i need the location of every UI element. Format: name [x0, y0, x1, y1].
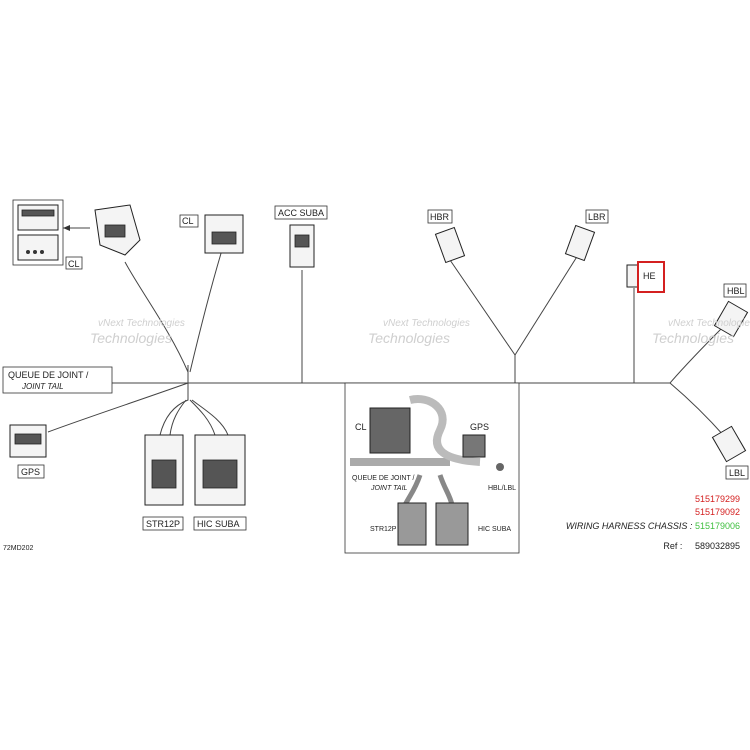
watermark-1: vNext Technologies: [98, 318, 185, 329]
wiring-harness-label: WIRING HARNESS CHASSIS :: [565, 521, 693, 531]
ref-value: 589032895: [694, 541, 740, 551]
inset-label-hbl-lbl: HBL/LBL: [488, 485, 516, 492]
label-queue-line2: JOINT TAIL: [21, 382, 64, 391]
str12p-connector: [142, 434, 184, 531]
inset-label-queue2: JOINT TAIL: [370, 485, 408, 492]
gps-connector: [9, 424, 47, 479]
he-highlight-box: [637, 261, 665, 293]
watermark-2: vNext Technologies: [383, 318, 470, 329]
inset-label-cl: CL: [355, 422, 367, 432]
label-lbr: LBR: [588, 212, 606, 222]
drawing-code: 72MD202: [3, 545, 33, 552]
ref-row: Ref : 589032895: [663, 541, 740, 551]
he-connector: [626, 261, 665, 293]
inset-label-str12p: STR12P: [370, 526, 397, 533]
inset-label-gps: GPS: [470, 422, 489, 432]
inset-label-queue1: QUEUE DE JOINT /: [352, 475, 415, 482]
acc-suba-connector: [274, 205, 328, 268]
cl-right-connector: [179, 214, 244, 254]
label-str12p: STR12P: [146, 519, 180, 529]
label-hbl: HBL: [727, 286, 745, 296]
label-he: HE: [643, 271, 656, 281]
label-queue-line1: QUEUE DE JOINT /: [8, 370, 89, 380]
watermark-1b: Technologies: [90, 330, 172, 346]
label-hic-suba: HIC SUBA: [197, 519, 240, 529]
label-acc-suba: ACC SUBA: [278, 208, 324, 218]
hbl-connector: [713, 283, 749, 338]
label-gps: GPS: [21, 467, 40, 477]
ref-label: Ref :: [663, 541, 683, 551]
watermark-2b: Technologies: [368, 330, 450, 346]
inset-label-hic-suba: HIC SUBA: [478, 526, 511, 533]
part-number-1: 515179299: [694, 494, 740, 504]
part-number-2: 515179092: [694, 507, 740, 517]
watermark-3: vNext Technologies: [668, 318, 750, 329]
label-hbr: HBR: [430, 212, 450, 222]
hbr-connector: [427, 209, 466, 264]
lbl-connector: [711, 425, 749, 480]
part-number-3: 515179006: [694, 521, 740, 531]
label-cl-right: CL: [182, 216, 194, 226]
part-number-3-row: WIRING HARNESS CHASSIS : 515179006: [566, 521, 740, 531]
label-cl-left: CL: [68, 259, 80, 269]
inset-photo: [344, 382, 520, 554]
label-lbl: LBL: [729, 468, 745, 478]
queue-label-box: [2, 366, 113, 394]
hic-suba-connector: [193, 434, 247, 531]
wire-trunk: [47, 249, 726, 438]
lbr-connector: [564, 209, 609, 262]
cl-left-connector: [12, 199, 141, 270]
watermark-3b: Technologies: [652, 330, 734, 346]
